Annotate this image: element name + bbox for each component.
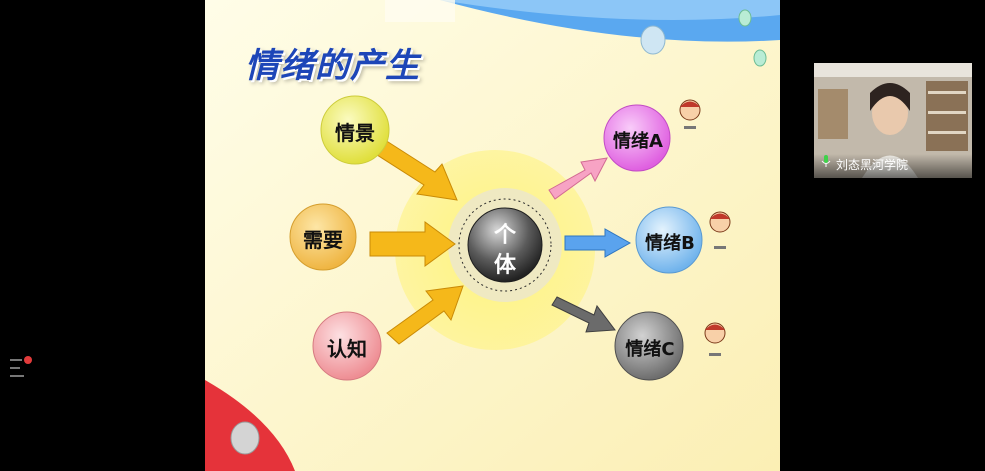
node-individual-label-bottom: 体 bbox=[493, 253, 516, 278]
cartoon-face-icon bbox=[679, 99, 701, 129]
arrow-need-to-individual bbox=[369, 221, 456, 267]
node-scene-label: 情景 bbox=[335, 121, 375, 145]
node-emotion-b bbox=[635, 206, 703, 274]
presentation-slide: 情绪的产生 情景 需要 认知 个 体 情绪A 情绪B 情绪C bbox=[205, 0, 780, 471]
node-emotion-c-label: 情绪C bbox=[625, 339, 675, 360]
participant-name: 刘态黑河学院 bbox=[836, 158, 909, 172]
node-cognition-label: 认知 bbox=[327, 337, 367, 361]
node-individual bbox=[467, 207, 543, 283]
node-individual-label-top: 个 bbox=[493, 223, 516, 248]
cartoon-face-icon bbox=[704, 322, 726, 356]
menu-icon bbox=[10, 356, 32, 377]
water-drop-icon bbox=[640, 25, 666, 55]
arrow-to-emotion-b bbox=[564, 228, 632, 258]
node-emotion-a-label: 情绪A bbox=[613, 131, 663, 152]
participant-video-tile[interactable]: 刘态黑河学院 bbox=[814, 63, 972, 178]
floating-toolbar-widget[interactable] bbox=[8, 353, 36, 389]
node-scene bbox=[320, 95, 390, 165]
arrow-scene-to-individual bbox=[373, 139, 458, 201]
participant-name-bar bbox=[814, 154, 972, 178]
node-need-label: 需要 bbox=[303, 228, 343, 252]
arrow-to-emotion-c bbox=[551, 296, 616, 333]
node-need bbox=[289, 203, 357, 271]
cartoon-face-icon bbox=[709, 211, 731, 249]
microphone-icon[interactable] bbox=[821, 153, 831, 172]
node-emotion-a bbox=[603, 104, 671, 172]
node-emotion-c bbox=[614, 311, 684, 381]
node-emotion-b-label: 情绪B bbox=[645, 233, 695, 254]
arrow-to-emotion-a bbox=[548, 157, 608, 200]
node-cognition bbox=[312, 311, 382, 381]
slide-background bbox=[205, 0, 780, 471]
slide-title: 情绪的产生 bbox=[245, 46, 420, 86]
arrow-cognition-to-individual bbox=[386, 285, 464, 345]
